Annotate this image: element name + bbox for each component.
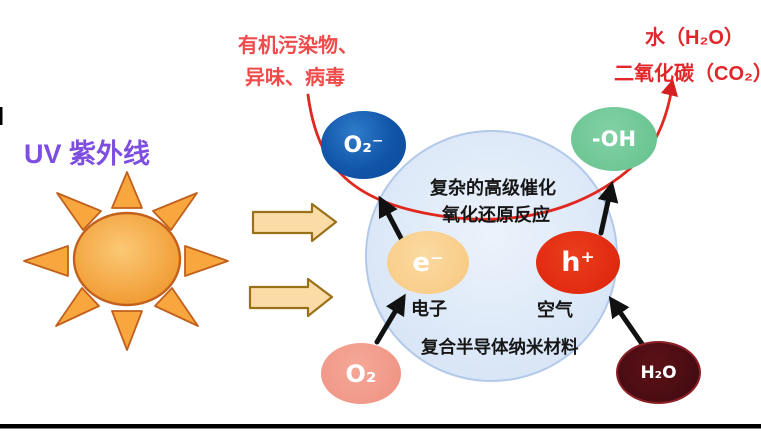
hole-node: h⁺	[536, 231, 620, 294]
oxygen-node: O₂	[321, 343, 401, 404]
hydroxyl-node: -OH	[571, 107, 657, 171]
red-arrowhead	[661, 79, 678, 97]
oxygen-label: O₂	[345, 359, 377, 388]
pollutants-text-line2: 异味、病毒	[245, 67, 345, 89]
arrow-hole-to-hydroxyl	[597, 180, 619, 236]
electron-caption: 电子	[411, 299, 447, 319]
arrow-electron-to-superoxide	[378, 195, 406, 245]
water-label: H₂O	[640, 362, 677, 383]
bottom-border-line	[0, 424, 761, 429]
pollutants-text-line1: 有机污染物、	[238, 35, 358, 57]
uv-beam-arrow-top	[251, 202, 338, 243]
hydroxyl-label: -OH	[591, 127, 637, 151]
sun-icon	[23, 171, 229, 351]
product-co2-text: 二氧化碳（CO₂）	[614, 63, 761, 85]
superoxide-label: O₂⁻	[343, 132, 384, 158]
uv-beam-arrow-bottom	[248, 277, 334, 318]
uv-label: UV 紫外线	[24, 139, 151, 169]
water-node: H₂O	[616, 341, 701, 404]
air-caption: 空气	[537, 300, 573, 320]
reaction-text-line2: 氧化还原反应	[442, 205, 550, 225]
superoxide-node: O₂⁻	[321, 111, 406, 179]
electron-symbol: e⁻	[412, 247, 444, 278]
product-water-text: 水（H₂O）	[645, 27, 744, 49]
left-edge-artifact	[0, 107, 3, 125]
reaction-text-line1: 复杂的高级催化	[430, 178, 556, 198]
hole-symbol: h⁺	[561, 247, 595, 278]
arrow-oxygen-to-electron	[374, 293, 406, 345]
material-caption: 复合半导体纳米材料	[421, 337, 579, 357]
electron-node: e⁻	[387, 231, 469, 294]
